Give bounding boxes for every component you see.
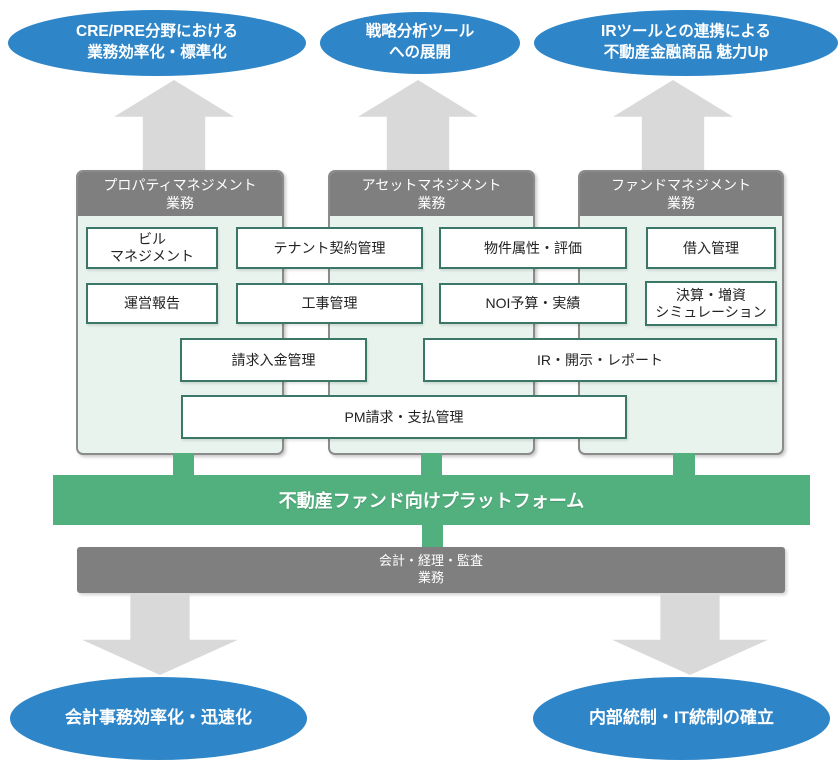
module-pm-billing-payment-management: PM請求・支払管理 bbox=[181, 395, 627, 439]
accounting-bar: 会計・経理・監査 業務 bbox=[77, 547, 785, 593]
connector-platform-to-accounting bbox=[422, 525, 443, 547]
up-arrow-icon bbox=[613, 80, 733, 172]
top-goal-ellipse-ir-tool: IRツールとの連携による 不動産金融商品 魅力Up bbox=[534, 10, 838, 76]
connector-fund-to-platform bbox=[673, 453, 695, 475]
module-borrowing-management: 借入管理 bbox=[646, 227, 776, 269]
column-header-property-management: プロパティマネジメント 業務 bbox=[78, 172, 282, 216]
module-settlement-capital-increase-simulation: 決算・増資 シミュレーション bbox=[645, 281, 777, 326]
connector-asset-to-platform bbox=[421, 453, 442, 475]
column-header-fund-management: ファンドマネジメント 業務 bbox=[580, 172, 782, 216]
module-tenant-contract-management: テナント契約管理 bbox=[236, 227, 423, 269]
module-property-attributes-valuation: 物件属性・評価 bbox=[439, 227, 627, 269]
up-arrow-icon bbox=[114, 80, 234, 172]
module-ir-disclosure-report: IR・開示・レポート bbox=[423, 338, 777, 382]
module-operation-report: 運営報告 bbox=[86, 283, 218, 324]
column-header-asset-management: アセットマネジメント 業務 bbox=[330, 172, 533, 216]
top-goal-ellipse-cre-pre: CRE/PRE分野における 業務効率化・標準化 bbox=[8, 10, 306, 76]
module-noi-budget-actual: NOI予算・実績 bbox=[439, 283, 627, 324]
platform-bar: 不動産ファンド向けプラットフォーム bbox=[53, 475, 810, 525]
bottom-goal-ellipse-internal-control: 内部統制・IT統制の確立 bbox=[533, 677, 830, 760]
module-building-management: ビル マネジメント bbox=[86, 227, 218, 269]
module-billing-deposit-management: 請求入金管理 bbox=[180, 338, 367, 382]
module-construction-management: 工事管理 bbox=[236, 283, 423, 324]
top-goal-ellipse-strategy-tool: 戦略分析ツール への展開 bbox=[320, 12, 520, 74]
bottom-goal-ellipse-accounting-efficiency: 会計事務効率化・迅速化 bbox=[10, 677, 307, 760]
down-arrow-icon bbox=[612, 593, 768, 675]
connector-property-to-platform bbox=[173, 453, 194, 475]
down-arrow-icon bbox=[82, 593, 238, 675]
up-arrow-icon bbox=[358, 80, 478, 172]
